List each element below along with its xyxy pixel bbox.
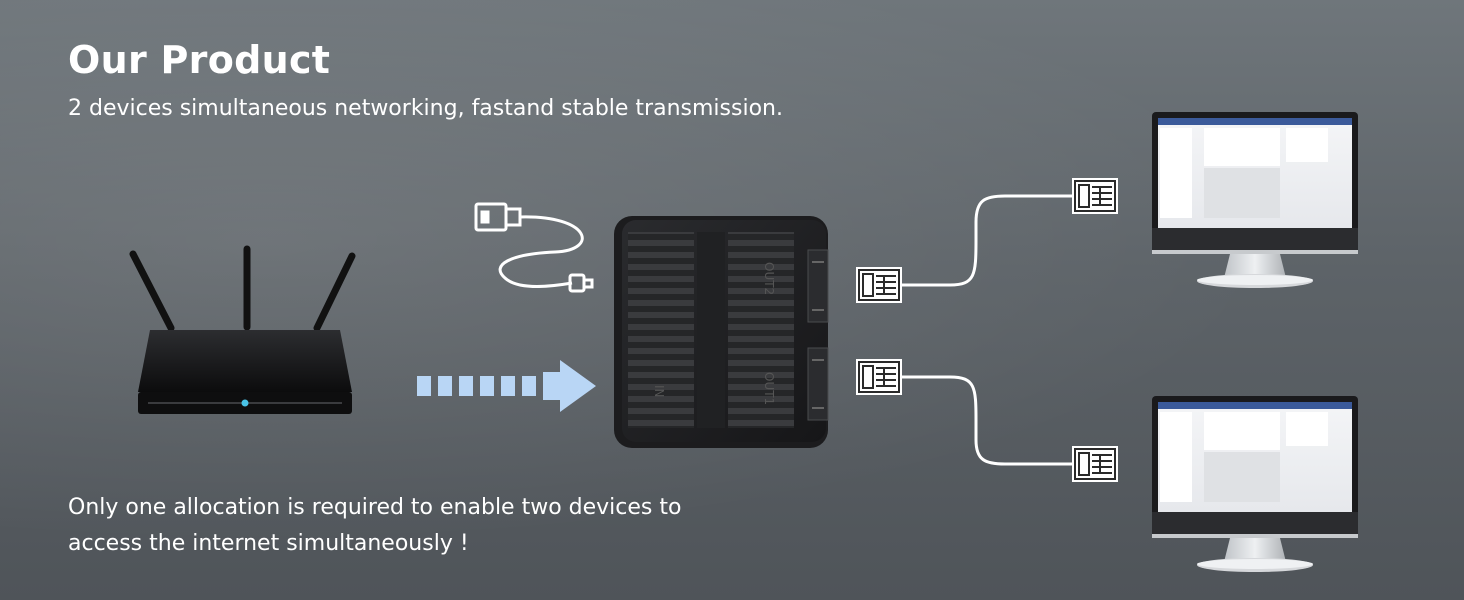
monitor-icon: [1152, 112, 1358, 288]
router-icon: [129, 245, 356, 414]
monitor-icon: [1152, 396, 1358, 572]
footer-note-line-1: Only one allocation is required to enabl…: [68, 495, 682, 520]
footer-note: Only one allocation is required to enabl…: [68, 490, 768, 562]
footer-note-line-2: access the internet simultaneously !: [68, 531, 469, 556]
page-subtitle: 2 devices simultaneous networking, fasta…: [68, 96, 783, 121]
rj45-connector-icon: [855, 266, 903, 304]
network-splitter: IN OUT2 OUT1: [614, 216, 829, 448]
port-in-label: IN: [652, 385, 666, 398]
page-title: Our Product: [68, 38, 331, 82]
cable-out2: [902, 194, 1072, 287]
rj45-connector-icon: [1071, 445, 1119, 483]
port-out2-label: OUT2: [762, 262, 776, 295]
rj45-connector-icon: [1071, 177, 1119, 215]
flow-arrow-icon: [417, 360, 596, 412]
port-out1-label: OUT1: [762, 372, 776, 405]
usb-cable-icon: [474, 202, 594, 293]
cable-out1: [902, 375, 1072, 466]
rj45-connector-icon: [855, 358, 903, 396]
